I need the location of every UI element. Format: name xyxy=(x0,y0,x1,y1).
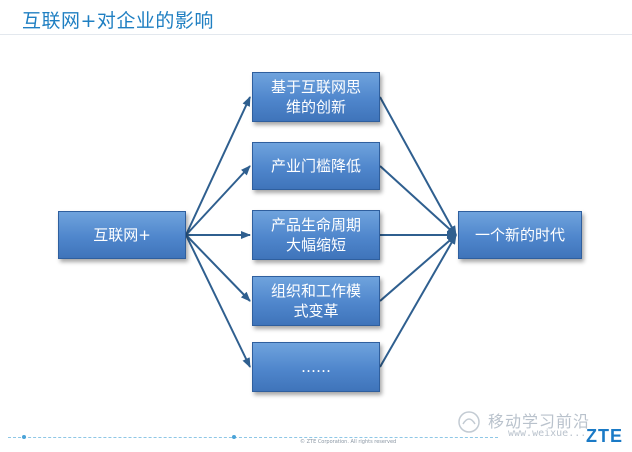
footer-line xyxy=(8,437,498,438)
middle-node-organization: 组织和工作模 式变革 xyxy=(252,276,380,326)
middle-node-ellipsis: …… xyxy=(252,342,380,392)
target-node-label: 一个新的时代 xyxy=(474,226,565,244)
arrow-middle-to-target xyxy=(379,96,457,236)
middle-node-label: 式变革 xyxy=(293,302,339,320)
arrow-source-to-middle xyxy=(185,234,251,302)
arrow-middle-to-target xyxy=(379,234,457,368)
footer-copyright: © ZTE Corporation. All rights reserved xyxy=(300,439,397,445)
source-node: 互联网+ xyxy=(58,211,186,259)
source-node-label: 互联网+ xyxy=(93,226,151,244)
middle-node-label: 产业门槛降低 xyxy=(270,157,361,175)
watermark-url: www.weixue... xyxy=(508,428,587,439)
title-divider xyxy=(0,34,632,35)
middle-node-label: 产品生命周期 xyxy=(270,216,361,234)
arrow-middle-to-target xyxy=(379,165,457,236)
middle-node-lifecycle: 产品生命周期 大幅缩短 xyxy=(252,210,380,260)
middle-node-label: 维的创新 xyxy=(285,98,346,116)
footer-dot xyxy=(22,435,26,439)
arrow-source-to-middle xyxy=(185,234,251,368)
arrow-middle-to-target xyxy=(379,234,457,302)
footer-dot xyxy=(232,435,236,439)
middle-node-label: 大幅缩短 xyxy=(285,236,346,254)
zte-logo: ZTE xyxy=(586,426,623,446)
middle-node-threshold: 产业门槛降低 xyxy=(252,142,380,190)
middle-node-label: …… xyxy=(301,358,331,376)
slide-title: 互联网+对企业的影响 xyxy=(22,10,214,32)
arrow-source-to-middle xyxy=(185,96,251,236)
target-node: 一个新的时代 xyxy=(458,211,582,259)
watermark-name: 移动学习前沿 xyxy=(488,412,591,431)
middle-node-label: 组织和工作模 xyxy=(270,282,361,300)
middle-node-innovation: 基于互联网思 维的创新 xyxy=(252,72,380,122)
arrow-source-to-middle xyxy=(185,165,251,236)
middle-node-label: 基于互联网思 xyxy=(270,78,361,96)
watermark-logo-icon xyxy=(458,411,480,433)
